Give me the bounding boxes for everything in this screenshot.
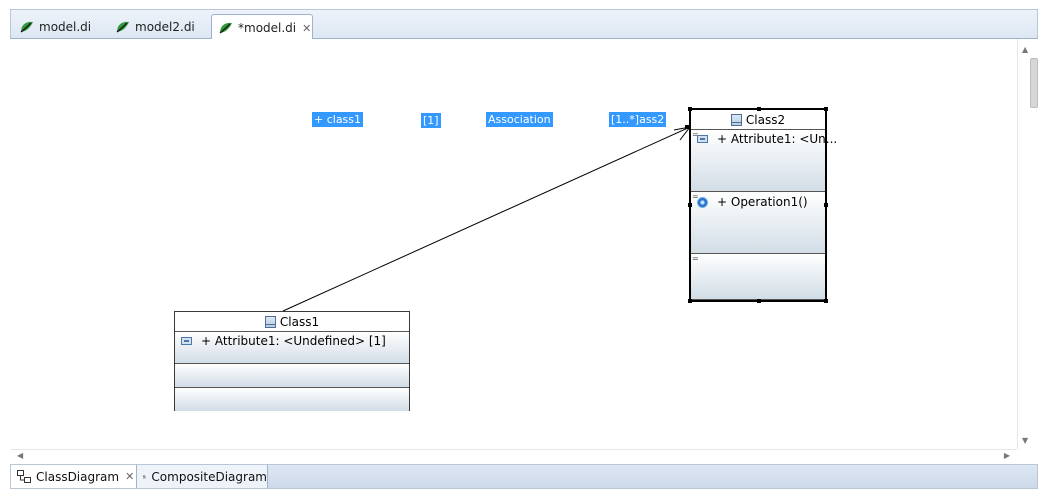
attribute-label: + Attribute1: <Un... [717,132,838,146]
tab-label: *model.di [238,21,297,35]
diagram-canvas[interactable] [11,39,1016,449]
operation-compartment[interactable] [175,364,409,388]
resize-handle[interactable] [824,107,828,111]
diagram-tab-bar: ClassDiagram ✕ CompositeDiagram [10,464,1038,489]
resize-handle[interactable] [688,203,692,207]
resize-handle[interactable] [757,299,761,303]
class-icon [264,315,276,328]
resize-handle[interactable] [688,107,692,111]
association-name-label[interactable]: Association [486,112,553,127]
tab-label: ClassDiagram [36,469,120,484]
vertical-scroll-thumb[interactable] [1030,58,1038,108]
association-source-role-label[interactable]: + class1 [312,112,364,127]
scroll-right-icon[interactable]: ▶ [1003,451,1010,460]
composite-diagram-icon [143,474,147,479]
nested-compartment[interactable] [175,388,409,411]
resize-handle[interactable] [824,299,828,303]
association-source-multiplicity-label[interactable]: [1] [421,113,441,128]
papyrus-leaf-icon [219,22,232,34]
class-header: Class2 [691,110,825,130]
editor-tab-bar: model.di model2.di *model.di ✕ [10,9,1038,41]
class-icon [730,113,742,126]
operation-label: + Operation1() [717,195,808,209]
class-header: Class1 [175,312,409,332]
close-icon[interactable]: ✕ [302,21,312,35]
attribute-label: + Attribute1: <Undefined> [1] [201,334,386,348]
resize-handle[interactable] [824,203,828,207]
scroll-down-icon[interactable]: ▼ [1022,436,1029,445]
papyrus-leaf-icon [116,21,129,33]
tab-label: model2.di [135,19,195,34]
class-name: Class1 [279,314,320,329]
close-icon[interactable]: ✕ [125,470,135,483]
resize-handle[interactable] [688,299,692,303]
attribute-compartment[interactable]: + Attribute1: <Undefined> [1] [175,332,409,364]
class-node-class2[interactable]: Class2 = + Attribute1: <Un... = + Operat… [688,107,837,303]
nested-compartment[interactable]: = [691,254,825,300]
tab-label: model.di [39,19,92,34]
scroll-up-icon[interactable]: ▲ [1022,45,1029,54]
tab-composite-diagram[interactable]: CompositeDiagram [137,465,268,488]
tab-class-diagram[interactable]: ClassDiagram ✕ [11,465,137,488]
class-name: Class2 [745,112,786,127]
tab-label: CompositeDiagram [151,469,267,484]
attribute-icon [181,337,192,345]
compartment-marker-icon: = [692,192,699,201]
resize-handle[interactable] [757,107,761,111]
compartment-marker-icon: = [692,130,699,139]
horizontal-scrollbar[interactable]: ◀ ▶ [11,449,1016,465]
scroll-left-icon[interactable]: ◀ [17,451,24,460]
papyrus-leaf-icon [20,21,33,33]
attribute-row[interactable]: + Attribute1: <Undefined> [1] [181,334,386,348]
tab-model-di-dirty[interactable]: *model.di ✕ [211,14,313,41]
class-node-class1[interactable]: Class1 + Attribute1: <Undefined> [1] [174,311,410,411]
attribute-compartment[interactable]: = + Attribute1: <Un... [691,130,837,192]
operation-compartment[interactable]: = + Operation1() [691,192,825,254]
tab-model-di[interactable]: model.di [13,14,105,39]
compartment-marker-icon: = [692,254,699,263]
tab-model2-di[interactable]: model2.di [109,14,207,39]
vertical-scrollbar[interactable]: ▲ ▼ [1017,39,1036,449]
association-target-label[interactable]: [1..*]ass2 [609,112,667,127]
operation-row[interactable]: + Operation1() [697,195,808,209]
attribute-icon [697,135,708,143]
class-diagram-icon [17,470,31,483]
attribute-row[interactable]: + Attribute1: <Un... [697,132,837,146]
operation-icon [697,196,708,208]
